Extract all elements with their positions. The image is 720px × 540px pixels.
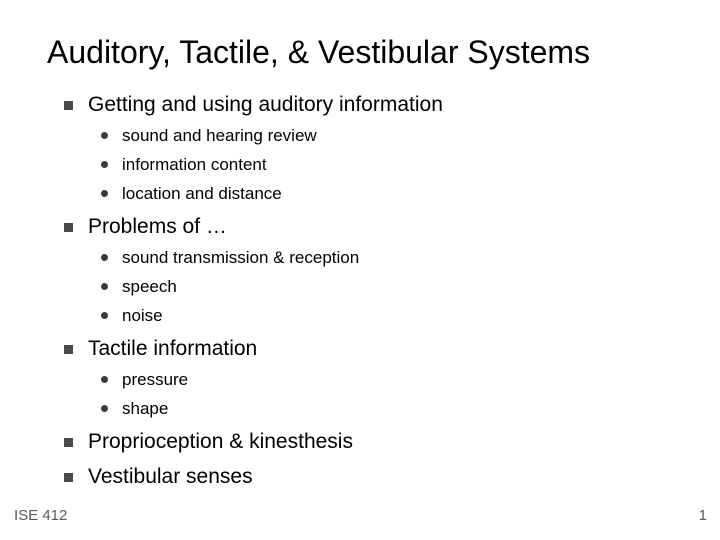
sub-bullet-text: information content <box>122 155 267 174</box>
page-number: 1 <box>698 507 707 524</box>
bullet-heading: Proprioception & kinesthesis <box>0 430 720 454</box>
sub-bullet-text: location and distance <box>122 184 282 203</box>
sub-bullet-item: shape <box>0 399 720 419</box>
bullet-heading: Tactile information <box>0 337 720 361</box>
slide-body: Getting and using auditory information so… <box>0 93 720 489</box>
dot-bullet-icon <box>101 405 108 412</box>
square-bullet-icon <box>64 345 73 354</box>
dot-bullet-icon <box>101 312 108 319</box>
bullet-heading: Getting and using auditory information <box>0 93 720 117</box>
sub-bullet-item: speech <box>0 277 720 297</box>
dot-bullet-icon <box>101 283 108 290</box>
slide-title: Auditory, Tactile, & Vestibular Systems <box>47 34 591 70</box>
heading-text: Problems of … <box>88 215 227 238</box>
heading-text: Getting and using auditory information <box>88 93 443 116</box>
sub-bullet-item: information content <box>0 155 720 175</box>
dot-bullet-icon <box>101 132 108 139</box>
square-bullet-icon <box>64 438 73 447</box>
bullet-heading: Vestibular senses <box>0 465 720 489</box>
course-label: ISE 412 <box>14 507 68 524</box>
dot-bullet-icon <box>101 376 108 383</box>
sub-bullet-item: pressure <box>0 370 720 390</box>
sub-bullet-item: noise <box>0 306 720 326</box>
sub-bullet-text: noise <box>122 306 163 325</box>
heading-text: Tactile information <box>88 337 258 360</box>
square-bullet-icon <box>64 473 73 482</box>
heading-text: Proprioception & kinesthesis <box>88 430 353 453</box>
sub-bullet-text: speech <box>122 277 177 296</box>
sub-bullet-text: shape <box>122 399 169 418</box>
dot-bullet-icon <box>101 254 108 261</box>
sub-bullet-item: sound transmission & reception <box>0 248 720 268</box>
bullet-heading: Problems of … <box>0 215 720 239</box>
square-bullet-icon <box>64 101 73 110</box>
dot-bullet-icon <box>101 190 108 197</box>
dot-bullet-icon <box>101 161 108 168</box>
sub-bullet-item: location and distance <box>0 184 720 204</box>
sub-bullet-text: pressure <box>122 370 189 389</box>
sub-bullet-text: sound transmission & reception <box>122 248 360 267</box>
sub-bullet-text: sound and hearing review <box>122 126 317 145</box>
sub-bullet-item: sound and hearing review <box>0 126 720 146</box>
heading-text: Vestibular senses <box>88 465 253 488</box>
square-bullet-icon <box>64 223 73 232</box>
